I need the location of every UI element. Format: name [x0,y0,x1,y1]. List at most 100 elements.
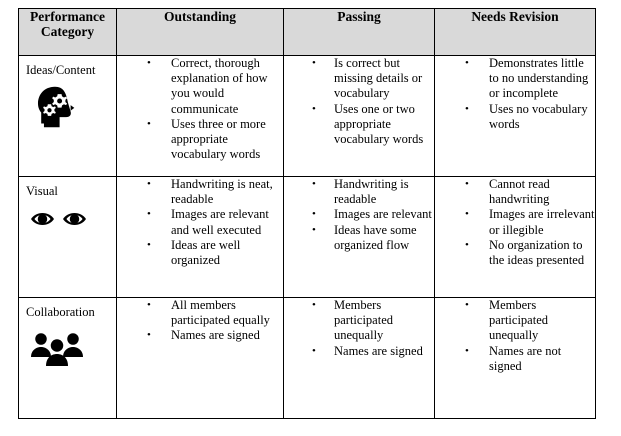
criteria-list: •Cannot read handwriting • Images are irr… [435,177,595,268]
group-of-people-icon [30,329,116,369]
category-cell-visual: Visual [18,176,117,298]
category-cell-ideas-content: Ideas/Content [18,55,117,177]
bullet-glyph: • [312,102,316,115]
column-header-passing: Passing [283,8,435,56]
bullet-glyph: • [312,223,316,236]
criteria-text: Ideas have some organized flow [334,222,417,252]
list-item: •Cannot read handwriting [435,177,595,207]
criteria-list: • Members participated unequally • Names a… [284,298,434,359]
criteria-text: Demonstrates little to no understanding … [489,56,589,101]
criteria-text: Names are signed [171,328,260,343]
column-header-needs-revision: Needs Revision [434,8,596,56]
bullet-glyph: • [465,299,469,311]
table-header: Performance Category Outstanding Passing… [18,8,596,56]
list-item: • Is correct but missing details or vocab… [284,56,434,102]
bullet-glyph: • [312,178,316,190]
criteria-text: Members participated unequally [334,298,393,343]
table-row: Ideas/Content [18,55,596,177]
column-header-passing-label: Passing [337,9,381,24]
bullet-glyph: • [312,208,316,221]
criteria-list: • Handwriting is readable • Images are rel… [284,177,434,253]
list-item: • Images are irrelevant or illegible [435,207,595,237]
criteria-text: All members participated equally [171,298,270,328]
column-header-outstanding-label: Outstanding [163,9,237,24]
criteria-cell-collaboration-needs-revision: • Members participated unequally • Names a… [434,297,596,419]
list-item: • Ideas are well organized [117,238,283,268]
table-row: Collaboration [18,297,596,419]
list-item: • Members participated unequally [284,298,434,344]
bullet-glyph: • [147,178,151,190]
criteria-list: • All members participated equally • Names… [117,298,283,344]
list-item: • Ideas have some organized flow [284,223,434,253]
list-item: • Names are not signed [435,344,595,374]
criteria-text: Images are relevant [334,207,432,222]
criteria-text: Uses one or two appropriate vocabulary w… [334,101,424,147]
column-header-needs-revision-label: Needs Revision [471,9,559,24]
column-header-category: Performance Category [18,8,117,56]
criteria-text: Ideas are well organized [171,237,241,268]
criteria-cell-ideas-passing: • Is correct but missing details or vocab… [283,55,435,177]
bullet-glyph: • [147,57,151,69]
criteria-list: • Demonstrates little to no understanding… [435,56,595,132]
bullet-glyph: • [465,102,469,115]
list-item: • Correct, thorough explanation of how yo… [117,56,283,117]
table-body: Ideas/Content [18,55,596,419]
criteria-text: Correct, thorough explanation of how you… [171,56,268,116]
bullet-glyph: • [465,344,469,357]
category-label: Collaboration [26,305,95,319]
bullet-glyph: • [312,299,316,311]
criteria-text: Handwriting is readable [334,177,409,207]
bullet-glyph: • [147,299,151,311]
column-header-category-label: Performance Category [30,9,105,39]
list-item: • Demonstrates little to no understanding… [435,56,595,102]
table-row: Visual [18,176,596,298]
criteria-text: Names are not signed [489,343,562,373]
criteria-cell-visual-outstanding: • Handwriting is neat, readable • Images a… [116,176,284,298]
criteria-text: No organization to the ideas presented [489,237,585,268]
list-item: • Members participated unequally [435,298,595,344]
category-label: Ideas/Content [26,63,96,77]
category-cell-collaboration: Collaboration [18,297,117,419]
column-header-outstanding: Outstanding [116,8,284,56]
performance-rubric-table: Performance Category Outstanding Passing… [18,8,596,419]
criteria-cell-ideas-outstanding: • Correct, thorough explanation of how yo… [116,55,284,177]
list-item: • Uses three or more appropriate vocabula… [117,117,283,163]
criteria-list: • Is correct but missing details or vocab… [284,56,434,147]
bullet-glyph: • [465,57,469,69]
list-item: • All members participated equally [117,298,283,328]
criteria-cell-collaboration-passing: • Members participated unequally • Names a… [283,297,435,419]
list-item: • Names are signed [117,328,283,343]
list-item: • Handwriting is readable [284,177,434,207]
two-eyes-icon [30,207,116,231]
bullet-glyph: • [312,344,316,357]
criteria-list: • Members participated unequally • Names a… [435,298,595,374]
bullet-glyph: • [465,238,469,251]
list-item: • Names are signed [284,344,434,359]
criteria-cell-visual-passing: • Handwriting is readable • Images are rel… [283,176,435,298]
criteria-text: Uses three or more appropriate vocabular… [171,116,266,162]
list-item: • No organization to the ideas presented [435,238,595,268]
criteria-text: Members participated unequally [489,298,548,343]
category-label: Visual [26,184,58,198]
bullet-glyph: • [465,208,469,221]
bullet-glyph: • [147,117,151,130]
criteria-list: • Handwriting is neat, readable • Images a… [117,177,283,268]
list-item: • Uses one or two appropriate vocabulary … [284,102,434,148]
criteria-text: Handwriting is neat, readable [171,177,273,207]
criteria-text: Names are signed [334,343,423,358]
criteria-text: Images are relevant and well executed [171,207,269,237]
header-row: Performance Category Outstanding Passing… [18,8,596,56]
bullet-glyph: • [465,178,469,190]
bullet-glyph: • [147,208,151,221]
criteria-cell-ideas-needs-revision: • Demonstrates little to no understanding… [434,55,596,177]
criteria-list: • Correct, thorough explanation of how yo… [117,56,283,162]
list-item: • Images are relevant and well executed [117,207,283,237]
bullet-glyph: • [312,57,316,69]
bullet-glyph: • [147,329,151,342]
criteria-text: Is correct but missing details or vocabu… [334,56,423,101]
head-with-gears-icon [32,84,116,130]
criteria-text: Images are irrelevant or illegible [489,207,595,237]
bullet-glyph: • [147,238,151,251]
list-item: • Images are relevant [284,207,434,222]
